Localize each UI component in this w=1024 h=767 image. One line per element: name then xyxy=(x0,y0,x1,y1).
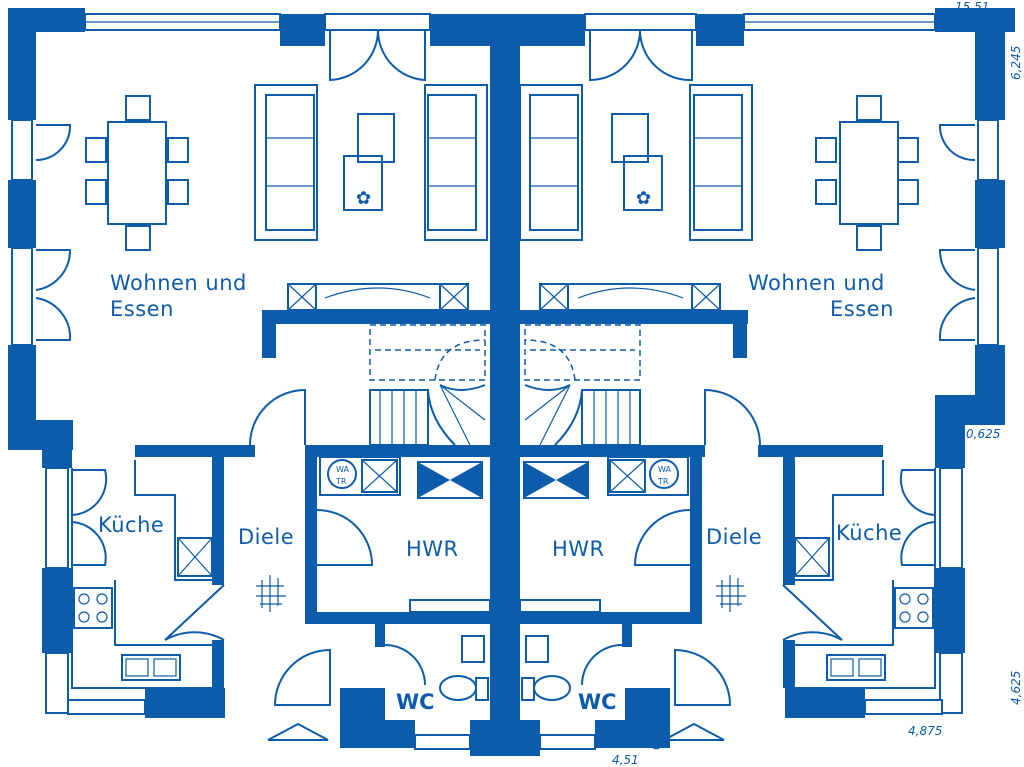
hwr-right-fixtures xyxy=(519,456,689,613)
svg-text:✿: ✿ xyxy=(356,188,371,209)
room-label-hall-right: Diele xyxy=(706,525,762,549)
room-label-wc-right: WC xyxy=(578,690,617,714)
svg-text:✿: ✿ xyxy=(636,188,651,209)
dim-bottom-width: 4,51 xyxy=(612,753,639,767)
room-label-living-right-2: Essen xyxy=(830,297,894,321)
stairs-right xyxy=(524,324,641,446)
room-label-utility-right: HWR xyxy=(552,537,605,561)
dim-kitchen-width: 4,875 xyxy=(908,724,942,738)
hwr-left-fixtures xyxy=(319,456,491,613)
interior-walls xyxy=(135,445,883,688)
wc-fixtures xyxy=(439,635,571,701)
windows xyxy=(11,13,999,750)
room-label-wc-left: WC xyxy=(396,690,435,714)
sideboards xyxy=(287,283,721,311)
lounge-right: ✿ xyxy=(519,84,753,241)
dining-set-right xyxy=(815,95,919,251)
hall-markers xyxy=(256,575,746,612)
lounge-left: ✿ xyxy=(254,84,488,241)
kitchen-left-units xyxy=(71,460,213,689)
room-label-kitchen-left: Küche xyxy=(98,513,164,537)
dryer-label-left: TR xyxy=(335,477,347,486)
dim-right-depth: 6,245 xyxy=(1009,46,1023,80)
dim-step-offset: 0,625 xyxy=(966,427,1000,441)
room-label-utility-left: HWR xyxy=(406,537,459,561)
room-label-hall-left: Diele xyxy=(238,525,294,549)
dryer-label-right: TR xyxy=(657,477,669,486)
dim-total-width: 15,51 xyxy=(955,0,989,14)
kitchen-right-units xyxy=(794,460,936,689)
room-label-living-left-2: Essen xyxy=(110,297,174,321)
room-label-living-right-1: Wohnen und xyxy=(748,271,885,295)
dim-kitchen-depth: 4,625 xyxy=(1009,671,1023,705)
stairs-left xyxy=(369,324,486,446)
entrance-steps xyxy=(267,722,725,741)
room-label-kitchen-right: Küche xyxy=(836,521,902,545)
dim-center-offset: 0,50 xyxy=(649,723,663,750)
washer-label-right: WA xyxy=(658,465,671,474)
washer-label-left: WA xyxy=(336,465,349,474)
doors xyxy=(35,29,976,706)
room-label-living-left-1: Wohnen und xyxy=(110,271,247,295)
outer-walls xyxy=(8,8,1015,756)
dining-set-left xyxy=(85,95,189,251)
